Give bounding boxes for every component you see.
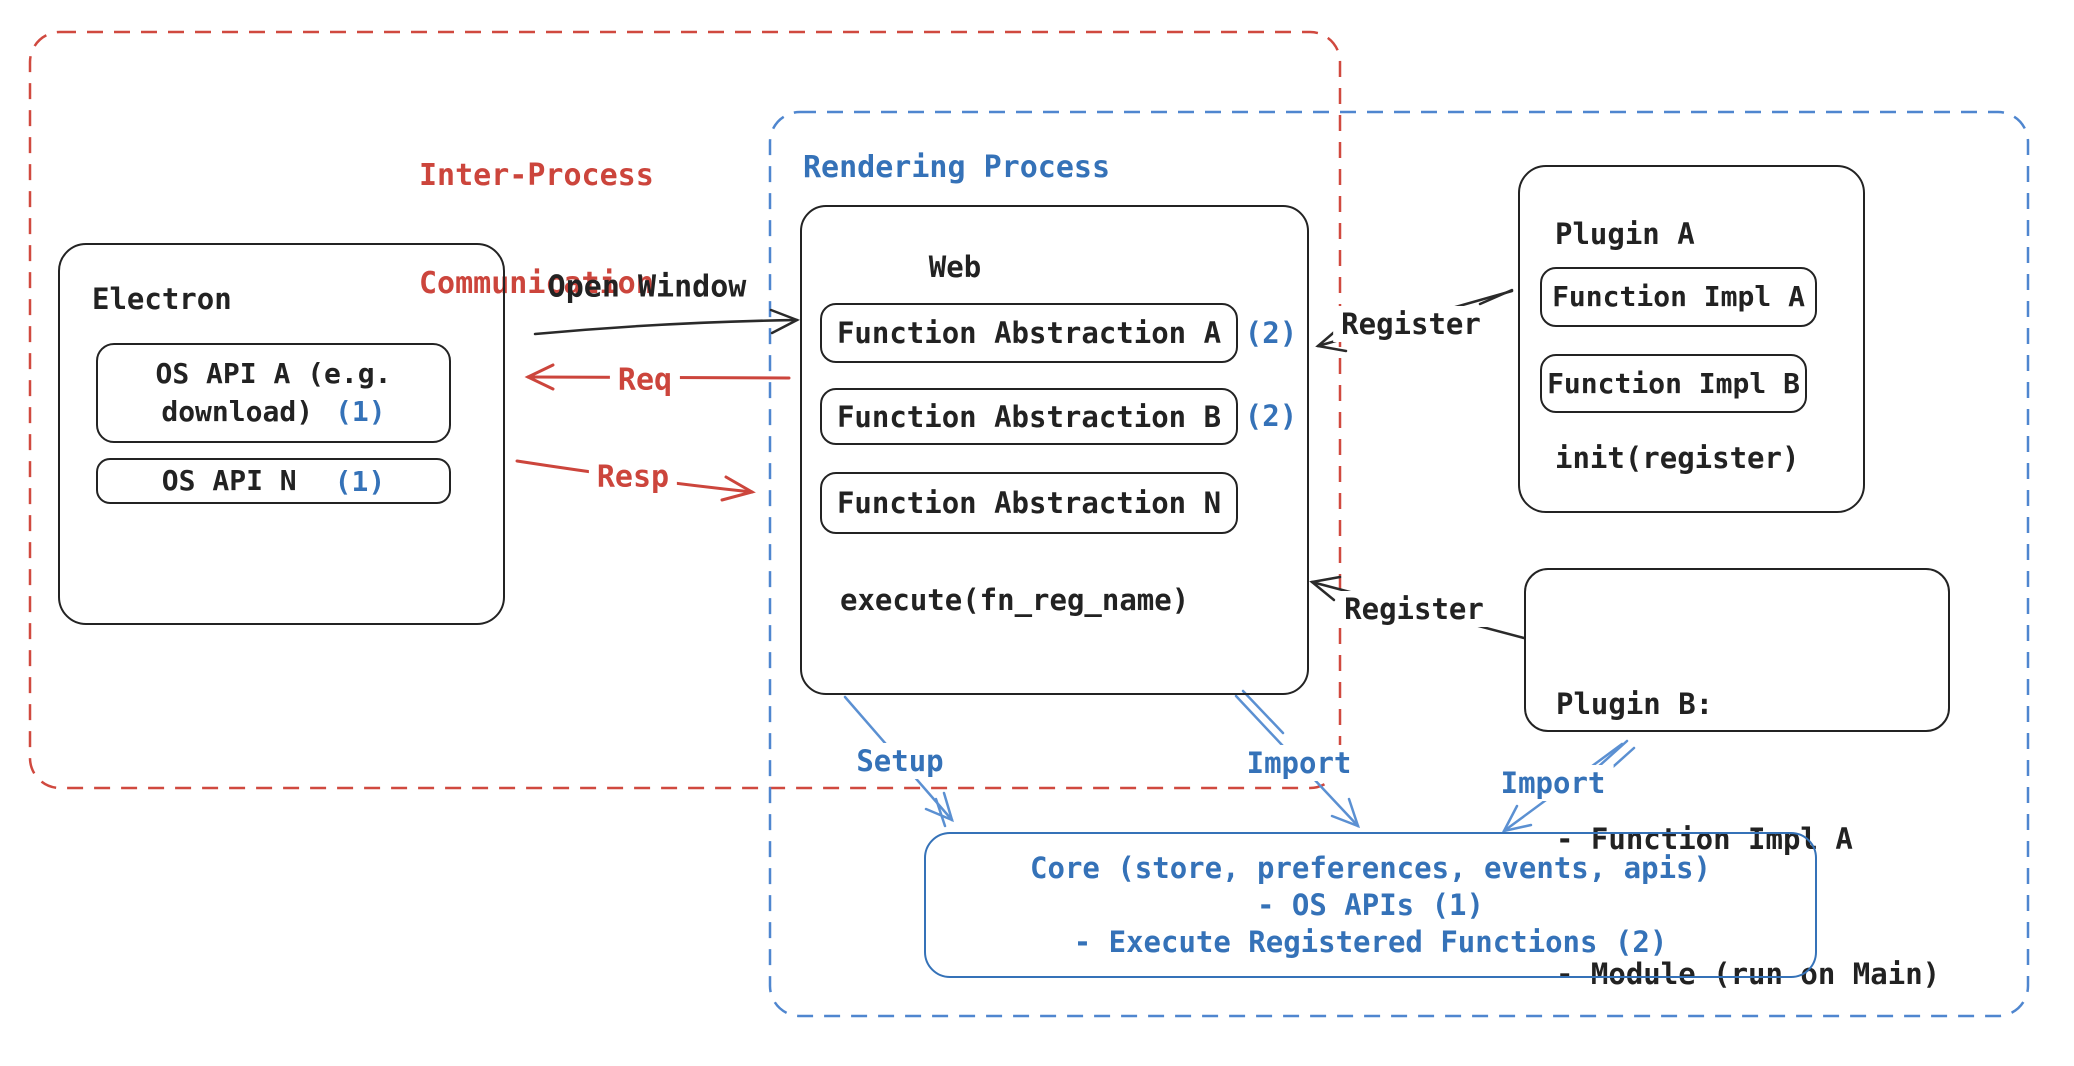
web-title: Web [928, 250, 982, 284]
function-abstraction-a-label: Function Abstraction A [836, 316, 1222, 350]
resp-arrow-label: Resp [588, 458, 678, 496]
function-abstraction-a-badge: (2) [1244, 316, 1298, 350]
plugin-b-item-module: - Module (run on Main) [1556, 957, 1941, 991]
register-top-arrow-label: Register [1333, 306, 1489, 342]
function-abstraction-n-label: Function Abstraction N [836, 486, 1222, 520]
ipc-region-label-line1: Inter-Process [419, 158, 654, 193]
ipc-region-label: Inter-Process Communication [419, 86, 654, 374]
core-line2: - OS APIs (1) [1257, 887, 1484, 922]
plugin-a-box [1518, 165, 1865, 513]
os-api-n-badge: (1) [334, 464, 386, 498]
plugin-b-item-function-impl-a: - Function Impl A [1556, 822, 1853, 856]
req-arrow-label: Req [609, 361, 681, 399]
ipc-boundary [28, 30, 1342, 790]
function-abstraction-b-label: Function Abstraction B [836, 399, 1222, 434]
electron-box [58, 243, 505, 625]
os-api-n-box: OS API N (1) [96, 458, 451, 504]
function-abstraction-b-badge: (2) [1244, 399, 1298, 433]
function-impl-b-box: Function Impl B [1540, 354, 1807, 413]
plugin-b-title: Plugin B: [1556, 687, 1714, 721]
plugin-b-text: Plugin B: - Function Impl A - Module (ru… [1556, 592, 1940, 1066]
function-abstraction-n-box: Function Abstraction N [820, 472, 1238, 534]
ipc-region-label-line2: Communication [419, 266, 654, 301]
core-box: Core (store, preferences, events, apis) … [924, 832, 1817, 978]
os-api-n-label: OS API N [161, 464, 297, 497]
setup-arrow-label: Setup [848, 743, 952, 779]
core-line1: Core (store, preferences, events, apis) [1030, 850, 1711, 885]
register-bottom-arrow-label: Register [1336, 591, 1492, 627]
os-api-a-line1: OS API A (e.g. [155, 357, 392, 390]
execute-label: execute(fn_reg_name) [840, 583, 1190, 617]
function-impl-b-label: Function Impl B [1547, 366, 1800, 400]
electron-title: Electron [92, 282, 232, 316]
open-window-arrow-label: Open Window [547, 269, 747, 305]
function-impl-a-box: Function Impl A [1540, 267, 1817, 327]
rendering-boundary [768, 110, 2030, 1018]
plugin-b-box [1524, 568, 1950, 732]
function-abstraction-a-box: Function Abstraction A [820, 303, 1238, 363]
open-window-arrow [533, 308, 801, 336]
os-api-a-line2: download) [161, 395, 314, 428]
web-box [800, 205, 1309, 695]
import-right-arrow-label: Import [1492, 765, 1614, 801]
function-impl-a-label: Function Impl A [1552, 280, 1805, 313]
os-api-a-box: OS API A (e.g. download) (1) [96, 343, 451, 443]
import-mid-arrow-label: Import [1238, 745, 1360, 781]
os-api-a-badge: (1) [335, 395, 386, 428]
plugin-a-title: Plugin A [1555, 217, 1695, 251]
function-abstraction-b-box: Function Abstraction B [820, 388, 1238, 445]
plugin-a-init-label: init(register) [1555, 441, 1800, 475]
core-line3: - Execute Registered Functions (2) [1073, 924, 1668, 959]
rendering-region-label: Rendering Process [803, 150, 1111, 185]
